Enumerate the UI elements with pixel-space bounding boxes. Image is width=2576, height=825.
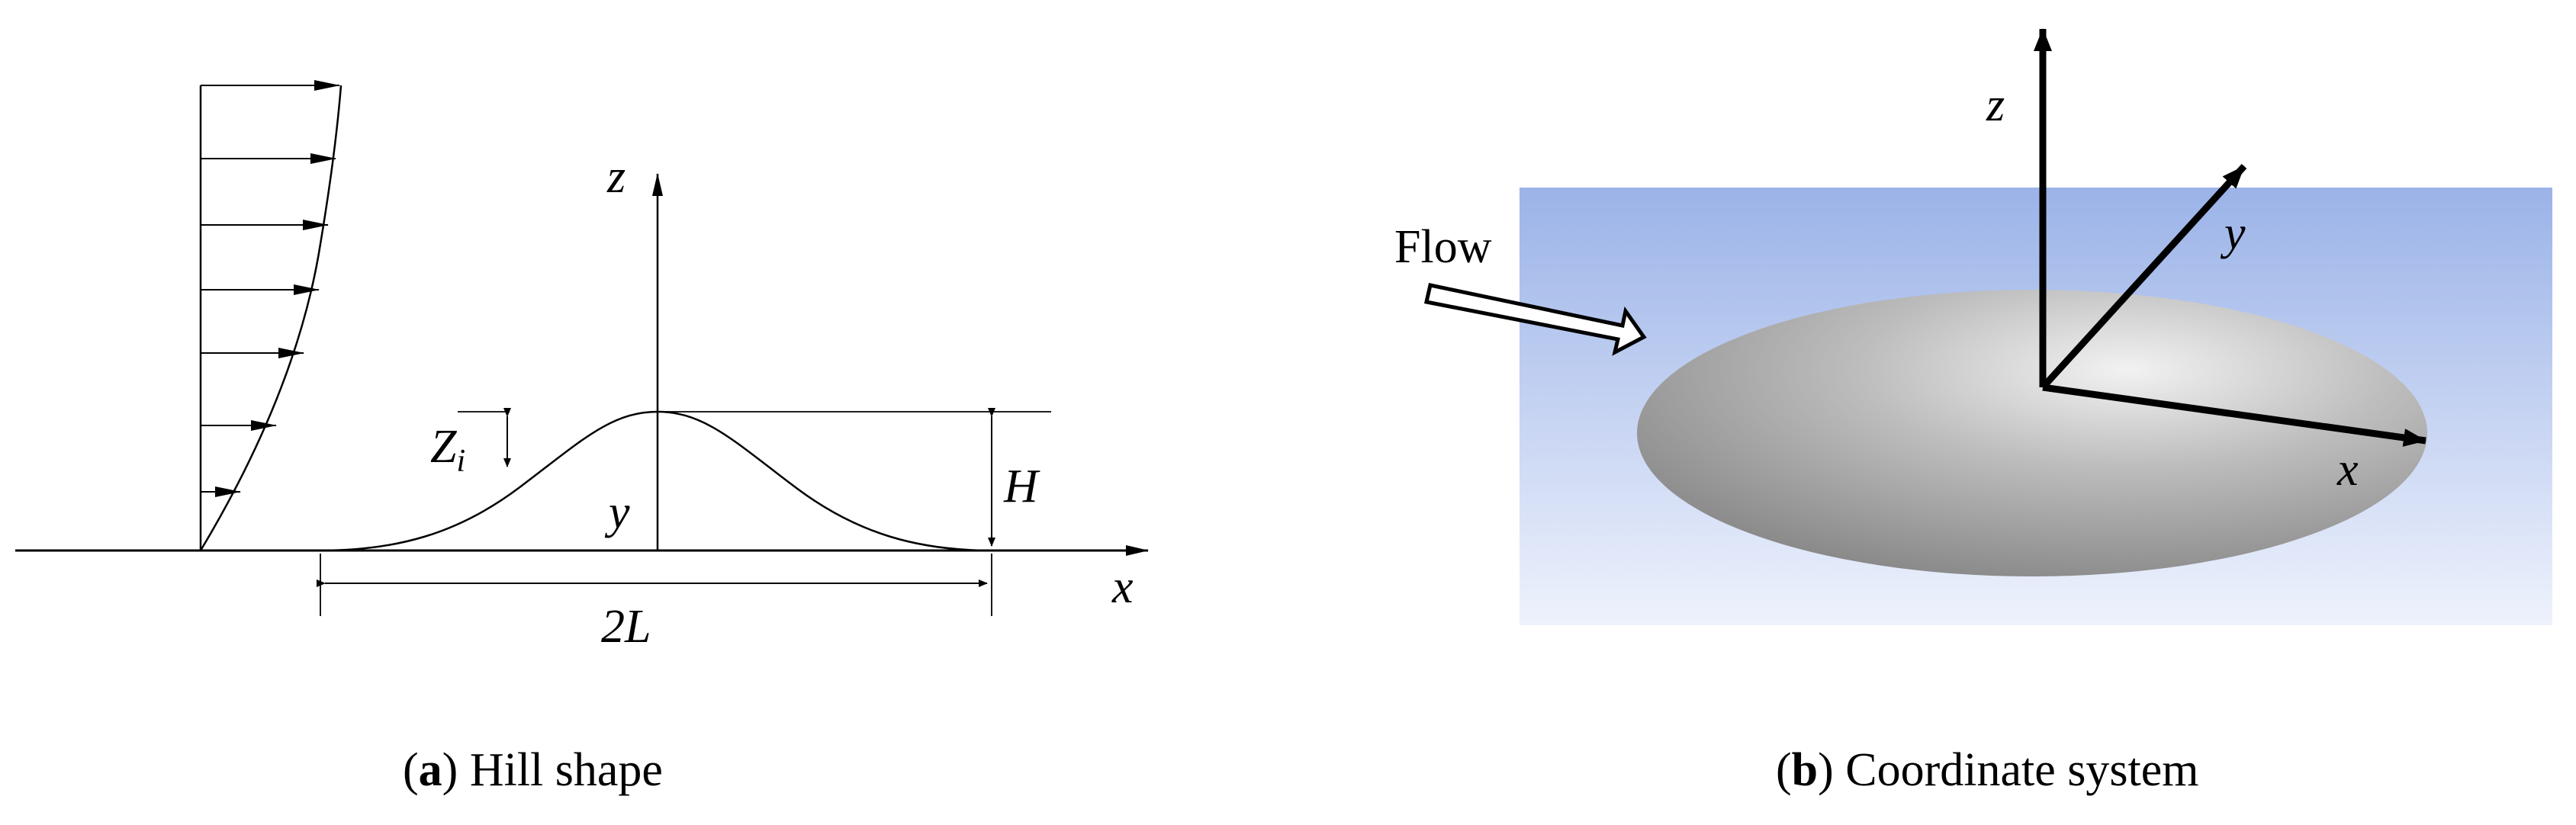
hill-surface — [1637, 290, 2427, 576]
zi-label: Zi — [430, 421, 465, 479]
panel-b-caption-text: Coordinate system — [1834, 744, 2199, 796]
x-axis-3d-label: x — [2336, 444, 2359, 496]
panel-a-caption-text: Hill shape — [458, 744, 663, 796]
width-label: 2L — [601, 601, 651, 653]
panel-a-caption-letter: a — [419, 744, 442, 796]
zi-label-subscript: i — [456, 444, 465, 479]
height-label: H — [1003, 461, 1040, 512]
flow-arrow — [1423, 283, 1647, 356]
x-axis-3d — [2042, 384, 2426, 447]
x-axis-label: x — [1111, 561, 1134, 613]
y-axis-label: y — [604, 486, 630, 538]
inlet-velocity-profile — [199, 80, 343, 551]
z-axis-3d-label: z — [1986, 79, 2005, 131]
panel-b: Flow z y x (b) Coordinate system — [1394, 28, 2552, 796]
flow-label: Flow — [1394, 221, 1492, 273]
y-axis-3d-label: y — [2220, 207, 2246, 259]
hill-profile-curve — [320, 410, 992, 552]
profile-curve — [199, 85, 343, 551]
panel-a: z x y Zi H 2L (a) Hill shape — [15, 80, 1149, 796]
panel-b-caption: (b) Coordinate system — [1776, 744, 2199, 796]
panel-b-caption-letter: b — [1792, 744, 1818, 796]
z-axis-label: z — [606, 151, 626, 203]
panel-a-caption: (a) Hill shape — [403, 744, 663, 796]
zi-label-main: Z — [430, 421, 457, 473]
y-axis-3d — [2040, 163, 2247, 390]
